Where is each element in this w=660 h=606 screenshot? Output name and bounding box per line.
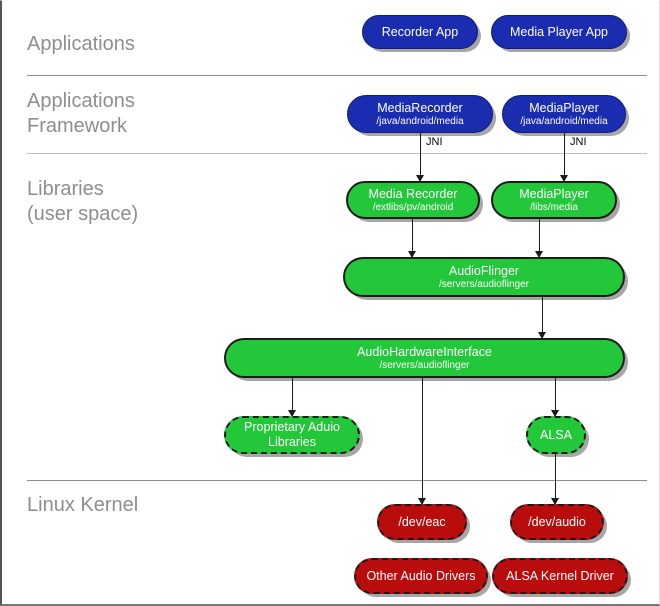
node-recorder-app-title: Recorder App [381,24,459,39]
connector-jni-right [564,133,565,181]
node-media-player-library-path: /libs/media [530,201,578,213]
node-proprietary-audio-libraries-subtitle: Libraries [268,435,316,449]
arrowhead-player-to-audioflinger [535,251,543,258]
node-alsa-kernel-driver[interactable]: ALSA Kernel Driver [492,558,628,594]
arrowhead-alsa-to-dev-audio [551,498,559,505]
node-media-player-library[interactable]: MediaPlayer /libs/media [491,181,617,219]
node-alsa[interactable]: ALSA [526,416,586,454]
connector-audioflinger-to-audiohardware [542,297,543,339]
arrowhead-jni-right [560,175,568,182]
node-media-player-app-title: Media Player App [510,24,608,39]
divider-applications-framework [27,153,647,154]
node-media-recorder-framework[interactable]: MediaRecorder /java/android/media [347,95,493,133]
node-dev-eac[interactable]: /dev/eac [377,504,467,540]
node-alsa-kernel-driver-title: ALSA Kernel Driver [506,568,614,583]
tier-label-applications-framework: Applications Framework [27,90,135,137]
node-recorder-app[interactable]: Recorder App [362,15,478,49]
node-media-recorder-framework-path: /java/android/media [376,115,464,127]
node-media-recorder-library-title: Media Recorder [368,186,458,201]
node-proprietary-audio-libraries[interactable]: Proprietary Aduio Libraries [224,416,360,454]
connector-audiohardware-to-proprietary [292,378,293,416]
node-audio-hardware-interface-title: AudioHardwareInterface [357,344,492,359]
arrowhead-audiohardware-to-dev-eac [418,498,426,505]
node-audio-hardware-interface-path: /servers/audioflinger [379,359,470,371]
node-proprietary-audio-libraries-title: Proprietary Aduio [244,420,340,434]
arrowhead-jni-left [416,175,424,182]
node-media-recorder-library[interactable]: Media Recorder /extlibs/pv/android [346,181,480,219]
node-media-recorder-library-path: /extlibs/pv/android [372,201,454,213]
node-media-player-framework[interactable]: MediaPlayer /java/android/media [502,95,626,133]
edge-label-jni-right: JNI [570,136,587,148]
connector-jni-left [420,133,421,181]
node-media-player-framework-path: /java/android/media [520,115,608,127]
node-dev-eac-title: /dev/eac [398,514,446,529]
connector-recorder-to-audioflinger [412,219,413,257]
divider-linux-kernel [27,480,647,481]
connector-alsa-to-dev-audio [555,454,556,504]
node-other-audio-drivers[interactable]: Other Audio Drivers [354,558,488,594]
node-media-player-framework-title: MediaPlayer [529,100,599,115]
node-alsa-title: ALSA [540,427,572,442]
node-audio-flinger[interactable]: AudioFlinger /servers/audioflinger [343,257,625,297]
connector-audiohardware-to-dev-eac [422,378,423,504]
node-other-audio-drivers-title: Other Audio Drivers [366,568,476,583]
node-media-player-app[interactable]: Media Player App [491,15,627,49]
connector-player-to-audioflinger [539,219,540,257]
arrowhead-audiohardware-to-proprietary [288,410,296,417]
node-audio-hardware-interface[interactable]: AudioHardwareInterface /servers/audiofli… [224,338,625,378]
tier-label-linux-kernel: Linux Kernel [27,494,139,516]
node-media-recorder-framework-title: MediaRecorder [377,100,463,115]
tier-label-applications: Applications [27,33,135,55]
arrowhead-audiohardware-to-alsa [551,410,559,417]
node-dev-audio-title: /dev/audio [528,514,586,529]
tier-label-libraries: Libraries (user space) [27,178,139,225]
node-media-player-library-title: MediaPlayer [519,186,589,201]
arrowhead-recorder-to-audioflinger [408,251,416,258]
divider-applications [27,75,647,76]
arrowhead-audioflinger-to-audiohardware [538,332,546,339]
node-audio-flinger-title: AudioFlinger [448,263,520,278]
connector-audiohardware-to-alsa [555,378,556,416]
node-audio-flinger-path: /servers/audioflinger [438,278,530,290]
edge-label-jni-left: JNI [426,136,443,148]
node-dev-audio[interactable]: /dev/audio [510,504,604,540]
